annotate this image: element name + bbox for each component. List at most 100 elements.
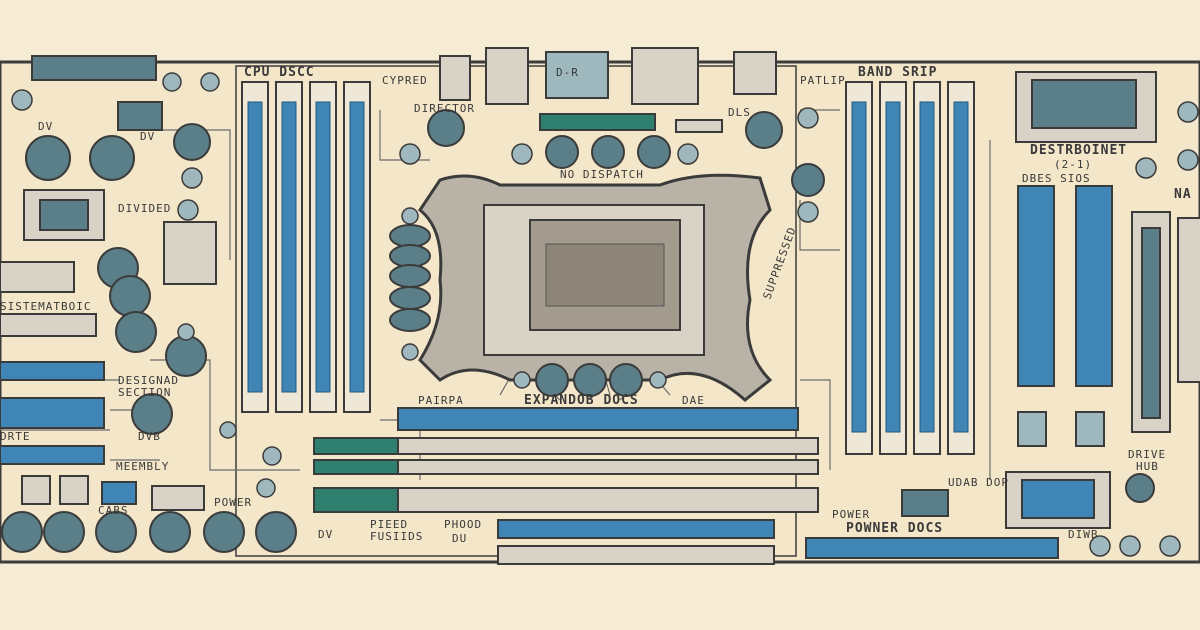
component-labels: CPU DSCC CYPRED D-R DV DV DIVIDED SISTEM… bbox=[0, 65, 1191, 545]
capacitor-icon bbox=[203, 511, 245, 553]
chip-icon bbox=[39, 199, 89, 231]
label-left-dv: DV bbox=[140, 130, 155, 143]
io-port bbox=[59, 475, 89, 505]
label-left-dvb: DVB bbox=[138, 430, 161, 443]
capacitor-icon bbox=[43, 511, 85, 553]
label-left-bottom-a: PIEED bbox=[370, 518, 408, 531]
ram-slot-icon bbox=[343, 81, 371, 413]
label-cpu-top: CPU DSCC bbox=[244, 65, 315, 80]
label-right-chipset: UDAB DOP bbox=[948, 476, 1009, 489]
expansion-slot-icon bbox=[397, 459, 819, 475]
label-right-drive: DRIVE bbox=[1128, 448, 1166, 461]
expansion-slot-icon bbox=[805, 537, 1059, 559]
ram-slot-icon bbox=[309, 81, 337, 413]
left-expansion-slots bbox=[0, 261, 205, 511]
expansion-slot-icon bbox=[313, 437, 399, 455]
label-right-hub: HUB bbox=[1136, 460, 1159, 473]
io-connector-e bbox=[733, 51, 777, 95]
label-left-mid: DIVIDED bbox=[118, 202, 171, 215]
header-strip-b bbox=[675, 119, 723, 133]
ram-slot-icon bbox=[845, 81, 873, 455]
expansion-slot-icon bbox=[497, 519, 775, 539]
chip-icon bbox=[117, 101, 163, 131]
chip-icon bbox=[1031, 79, 1137, 129]
capacitor-icon bbox=[25, 135, 71, 181]
capacitor-icon bbox=[573, 363, 607, 397]
capacitor-icon bbox=[131, 393, 173, 435]
chip-icon bbox=[23, 189, 105, 241]
io-port bbox=[21, 475, 51, 505]
io-connector-c bbox=[545, 51, 609, 99]
label-center-pair: PAIRPA bbox=[418, 394, 464, 407]
label-right-chip: DESTRBOINET bbox=[1030, 143, 1127, 158]
expansion-slot-icon bbox=[397, 487, 819, 513]
label-left-bottom-b: FUSIIDS bbox=[370, 530, 423, 543]
capacitor-icon bbox=[427, 109, 465, 147]
label-left-power: POWER bbox=[214, 496, 252, 509]
io-port bbox=[101, 481, 137, 505]
label-center-bottom-b: DU bbox=[452, 532, 467, 545]
capacitor-icon bbox=[1, 511, 43, 553]
capacitor-icon bbox=[115, 311, 157, 353]
small-connector bbox=[1017, 411, 1047, 447]
label-left-m: MEEMBLY bbox=[116, 460, 169, 473]
expansion-slot-icon bbox=[0, 361, 105, 381]
capacitor-icon bbox=[791, 163, 825, 197]
expansion-slot-icon bbox=[0, 313, 97, 337]
small-capacitors bbox=[11, 72, 1199, 557]
sata-slot bbox=[1075, 185, 1113, 387]
chip-icon bbox=[1177, 217, 1200, 383]
io-connector-a bbox=[439, 55, 471, 101]
label-right-power: POWER bbox=[832, 508, 870, 521]
chip-icon bbox=[1021, 479, 1095, 519]
label-left-dr: DRTE bbox=[0, 430, 31, 443]
capacitor-icon bbox=[95, 511, 137, 553]
cpu-socket-icon bbox=[417, 173, 773, 402]
capacitor-icon bbox=[89, 135, 135, 181]
label-center-dae: DAE bbox=[682, 394, 705, 407]
label-left-top: DV bbox=[38, 120, 53, 133]
label-right-top: BAND SRIP bbox=[858, 65, 937, 80]
capacitor-icon bbox=[149, 511, 191, 553]
label-left-bottom-dv: DV bbox=[318, 528, 333, 541]
ram-slot-icon bbox=[947, 81, 975, 455]
ram-slots-right bbox=[845, 81, 975, 455]
expansion-slot-icon bbox=[313, 487, 399, 513]
label-right-slots: DBES SIOS bbox=[1022, 172, 1091, 185]
io-port bbox=[151, 485, 205, 511]
label-right-power-b: POWNER DOCS bbox=[846, 521, 943, 536]
chip-icon bbox=[901, 489, 949, 517]
chip-icon bbox=[163, 221, 217, 285]
capacitors bbox=[1, 109, 1155, 553]
capacitor-icon bbox=[609, 363, 643, 397]
cpu-pins bbox=[545, 243, 665, 307]
ram-slot-icon bbox=[879, 81, 907, 455]
expansion-slot-icon bbox=[313, 459, 399, 475]
expansion-slot-icon bbox=[0, 397, 105, 429]
ram-slot-icon bbox=[241, 81, 269, 413]
label-left-section-b: DESIGNAD bbox=[118, 374, 179, 387]
label-left-section-c: SECTION bbox=[118, 386, 171, 399]
capacitor-icon bbox=[545, 135, 579, 169]
expansion-slot-icon bbox=[0, 445, 105, 465]
label-left-section-a: SISTEMATBOIC bbox=[0, 300, 91, 313]
io-connector-d bbox=[631, 47, 699, 105]
label-io-top: D-R bbox=[556, 66, 579, 79]
label-cpu-top2: CYPRED bbox=[382, 74, 428, 87]
label-left-cabs: CABS bbox=[98, 504, 129, 517]
capacitor-icon bbox=[109, 275, 151, 317]
label-center-expansion: EXPANDOB DOCS bbox=[524, 393, 639, 408]
capacitor-icon bbox=[173, 123, 211, 161]
capacitor-icon bbox=[1125, 473, 1155, 503]
chips bbox=[23, 71, 1200, 529]
expansion-slot-icon bbox=[397, 407, 799, 431]
sata-slot bbox=[1017, 185, 1055, 387]
label-center-top: DIRECTOR bbox=[414, 102, 475, 115]
pcie-slots bbox=[313, 407, 1059, 565]
capacitor-icon bbox=[637, 135, 671, 169]
ram-slot-icon bbox=[913, 81, 941, 455]
label-right-chip-sub: (2-1) bbox=[1054, 158, 1092, 171]
capacitor-icon bbox=[591, 135, 625, 169]
capacitor-stack bbox=[389, 224, 431, 332]
